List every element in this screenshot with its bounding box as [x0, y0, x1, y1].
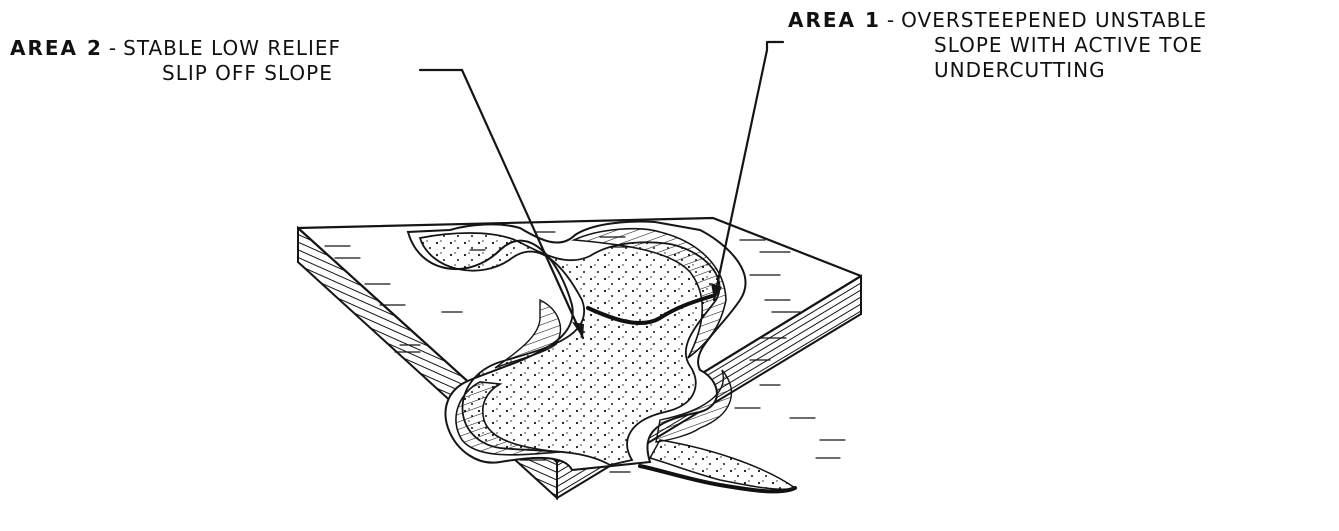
area1-dash: - [881, 8, 901, 32]
area2-description-line2: SLIP OFF SLOPE [10, 61, 341, 86]
area2-description-line1: STABLE LOW RELIEF [123, 36, 341, 60]
area2-heading: AREA 2 [10, 36, 103, 60]
area1-description-line1: OVERSTEEPENED UNSTABLE [901, 8, 1207, 32]
river-channel-lower [650, 440, 795, 489]
area1-label: AREA 1-OVERSTEEPENED UNSTABLE SLOPE WITH… [788, 8, 1207, 83]
area2-label: AREA 2-STABLE LOW RELIEF SLIP OFF SLOPE [10, 36, 341, 86]
area1-heading: AREA 1 [788, 8, 881, 32]
area1-description-line2: SLOPE WITH ACTIVE TOE [788, 33, 1207, 58]
area2-dash: - [103, 36, 123, 60]
area1-description-line3: UNDERCUTTING [788, 58, 1207, 83]
